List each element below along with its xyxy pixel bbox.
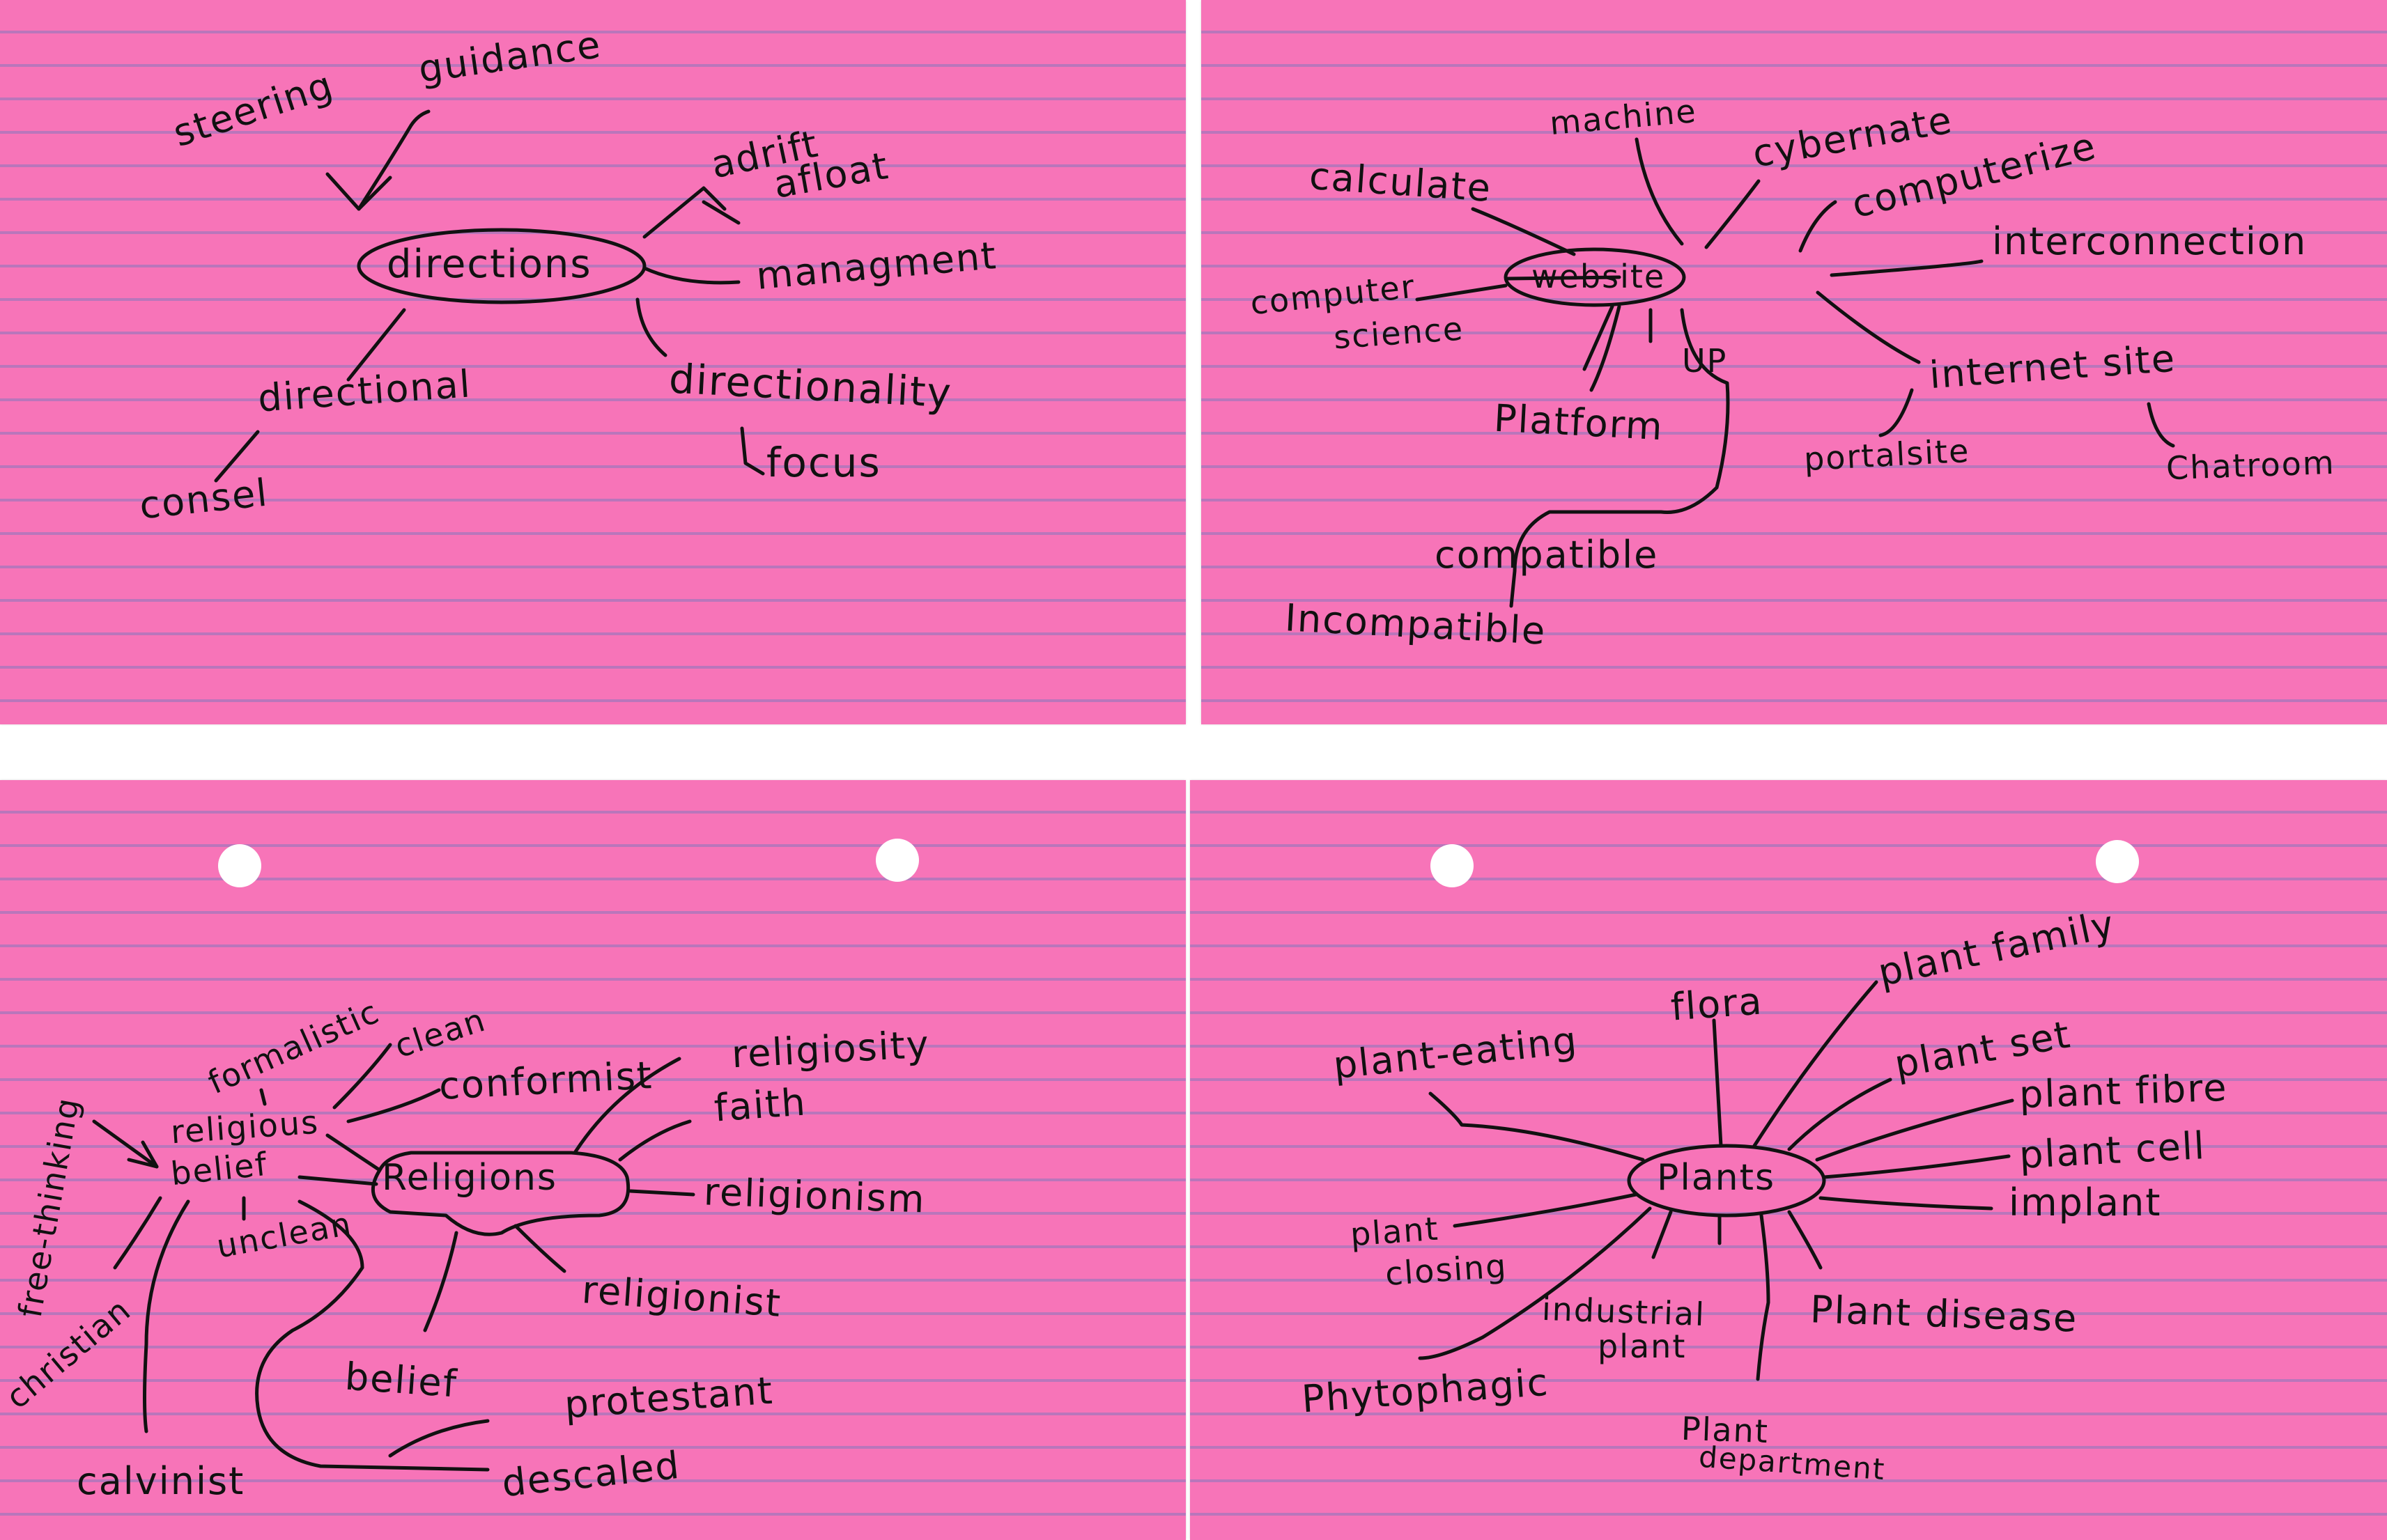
arrow-head <box>127 1140 159 1169</box>
center-bubble <box>1627 1144 1826 1218</box>
branch-plant-family <box>1752 980 1878 1148</box>
word-industrial: industrial <box>1541 1289 1706 1334</box>
word-science: science <box>1332 309 1465 357</box>
word-plant-cell: plant cell <box>2018 1123 2207 1177</box>
punch-hole-right <box>2096 840 2139 883</box>
word-portal-site: portalsite <box>1802 431 1971 479</box>
punch-hole-left <box>218 844 261 887</box>
branch-afloat <box>702 200 741 225</box>
word-compatible: compatible <box>1435 533 1659 577</box>
word-belief: belief <box>169 1144 270 1193</box>
branch-industrial <box>1651 1210 1673 1259</box>
branch-formalistic <box>259 1088 267 1106</box>
branch-internet <box>1816 290 1921 364</box>
branch-steering <box>325 172 392 211</box>
branch-religionism <box>628 1189 695 1197</box>
branch-belief2 <box>423 1231 458 1332</box>
branch-computer <box>1506 275 1621 281</box>
branch-portal <box>1878 388 1914 437</box>
branch-managment <box>642 266 741 285</box>
arrow-free-thinking <box>92 1119 159 1169</box>
word-plant-fibre: plant fibre <box>2018 1065 2229 1117</box>
branch-plant-fibre <box>1815 1098 2014 1162</box>
branch-up-curve <box>1509 308 1730 608</box>
branch-guidance <box>357 109 431 211</box>
word-implant: implant <box>2009 1181 2162 1224</box>
branch-plant-set <box>1787 1078 1892 1151</box>
branch-faith <box>618 1119 692 1162</box>
index-card-plants: plant family flora plant-eating plant se… <box>1190 780 2387 1540</box>
branch-adrift <box>642 186 727 239</box>
branch-plant-closing <box>1453 1192 1638 1228</box>
branch-interconnection <box>1830 259 1984 277</box>
branch-calvinist <box>143 1199 190 1433</box>
index-card-religions: free-thinking formalistic clean conformi… <box>0 780 1186 1540</box>
center-word-directions: directions <box>387 242 592 287</box>
branch-left-lower <box>1589 304 1621 392</box>
center-bubble <box>357 228 647 304</box>
word-up: UP <box>1682 342 1728 380</box>
index-card-directions: steering guidance directions adrift aflo… <box>0 0 1186 724</box>
word-faith: faith <box>712 1080 808 1130</box>
word-religious: religious <box>169 1103 320 1151</box>
branch-platform <box>1582 304 1614 371</box>
branch-religiosity <box>573 1057 681 1155</box>
branch-computerize <box>1798 200 1837 253</box>
branch-flora <box>1712 1018 1723 1148</box>
word-plant-closing-a: plant <box>1349 1209 1441 1254</box>
branch-directional <box>346 308 406 382</box>
word-religiosity: religiosity <box>730 1022 932 1077</box>
branch-machine <box>1635 137 1684 246</box>
center-word-religions: Religions <box>382 1157 557 1199</box>
word-plant-disease: Plant disease <box>1809 1287 2079 1341</box>
mindmap-lines-website <box>1415 137 2175 608</box>
branch-calculate <box>1471 207 1576 256</box>
branch-consel <box>214 430 260 483</box>
branch-clean <box>332 1043 392 1110</box>
word-interconnection: interconnection <box>1992 219 2308 263</box>
branch-department <box>1756 1213 1770 1381</box>
branch-conformist <box>346 1088 441 1123</box>
branch-religious-center <box>325 1133 382 1172</box>
mindmap-lines-religions <box>92 1043 695 1472</box>
punch-hole-right <box>876 839 919 882</box>
branch-directionality <box>635 297 667 357</box>
index-card-website: machine cybernate calculate computerize … <box>1201 0 2387 724</box>
center-word-plants: Plants <box>1657 1157 1776 1199</box>
mindmap-lines-directions <box>214 109 765 483</box>
center-bubble <box>1504 247 1686 307</box>
branch-belief-center <box>298 1175 378 1186</box>
word-chatroom: Chatroom <box>2165 443 2336 488</box>
branch-plant-eating <box>1428 1091 1645 1162</box>
branch-chatroom <box>2147 402 2175 448</box>
branch-phytophagic <box>1418 1206 1652 1360</box>
word-flora: flora <box>1669 979 1765 1029</box>
word-calvinist: calvinist <box>77 1459 245 1503</box>
branch-implant <box>1818 1196 1993 1211</box>
word-focus: focus <box>766 439 881 486</box>
branch-cybernate <box>1704 179 1761 249</box>
center-word-website: website <box>1531 258 1666 295</box>
word-industrial-plant: plant <box>1598 1328 1687 1365</box>
branch-focus <box>740 426 765 476</box>
branch-unclean-curve <box>255 1199 490 1472</box>
branch-plant-cell <box>1822 1154 2011 1179</box>
punch-hole-left <box>1430 844 1474 887</box>
word-plant-closing-b: closing <box>1384 1246 1508 1293</box>
branch-protestant <box>388 1419 490 1458</box>
word-belief2: belief <box>343 1354 459 1406</box>
branch-science-left <box>1415 283 1508 302</box>
mindmap-lines-plants <box>1418 980 2014 1381</box>
word-platform: Platform <box>1492 396 1665 449</box>
branch-christian <box>113 1196 162 1270</box>
branch-religionist <box>513 1224 566 1273</box>
branch-plant-disease <box>1787 1210 1823 1270</box>
word-religionism: religionism <box>703 1169 927 1222</box>
word-conformist: conformist <box>438 1053 654 1108</box>
